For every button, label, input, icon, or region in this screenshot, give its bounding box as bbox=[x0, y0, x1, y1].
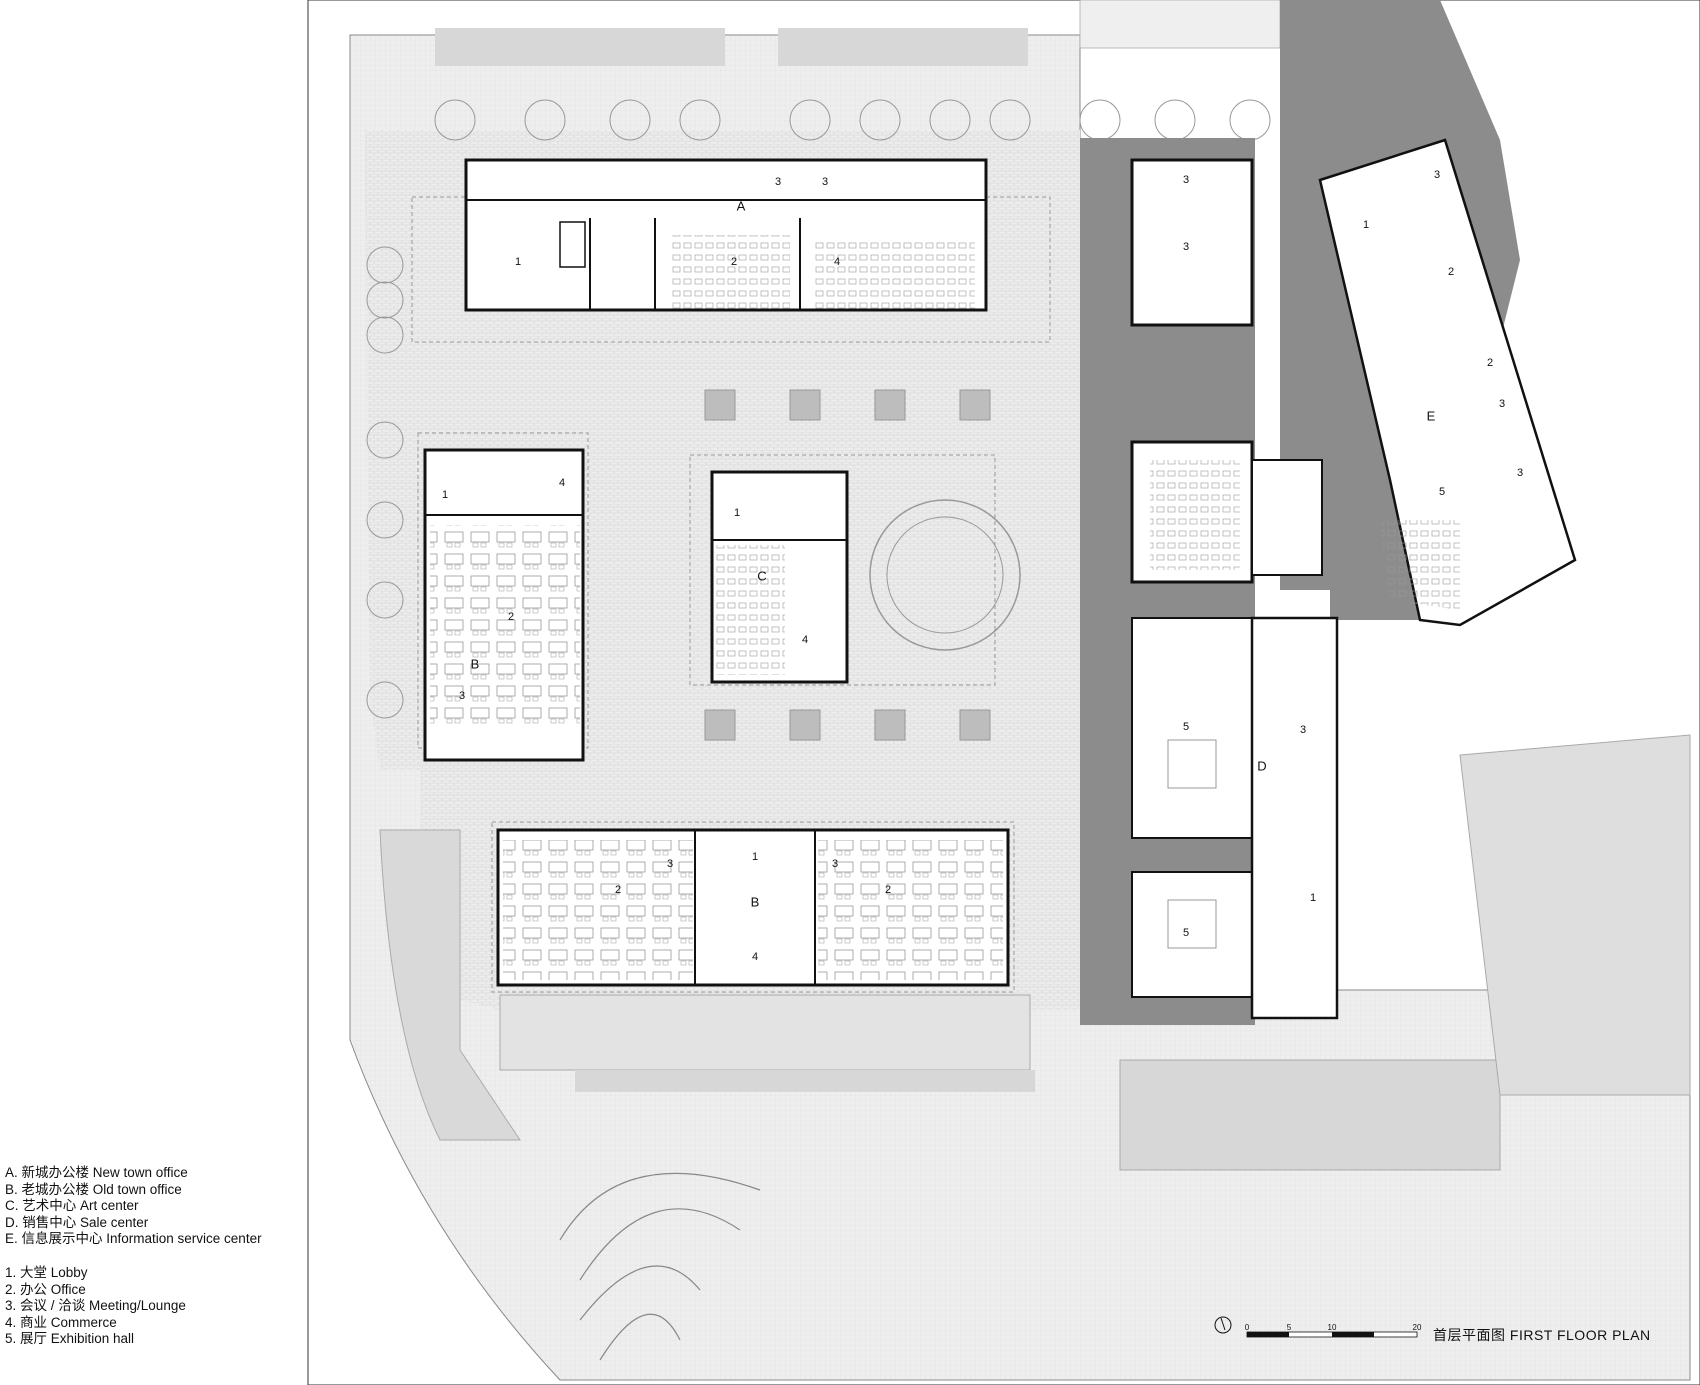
room-label: 1 bbox=[442, 489, 448, 501]
building-e bbox=[1318, 138, 1577, 627]
label-building-b-south: B bbox=[751, 894, 760, 909]
legend-item: C. 艺术中心 Art center bbox=[5, 1198, 139, 1213]
room-label: 3 bbox=[1434, 169, 1440, 181]
room-label: 1 bbox=[734, 507, 740, 519]
room-label: 4 bbox=[834, 256, 840, 268]
room-label: 2 bbox=[885, 884, 891, 896]
legend-item: 3. 会议 / 洽谈 Meeting/Lounge bbox=[5, 1298, 186, 1313]
room-label: 3 bbox=[1183, 174, 1189, 186]
landscape-arcs bbox=[559, 1172, 761, 1361]
label-building-a: A bbox=[737, 198, 746, 213]
label-building-d: D bbox=[1257, 758, 1266, 773]
building-c bbox=[689, 454, 1021, 686]
grass-strip bbox=[435, 28, 725, 66]
room-label: 3 bbox=[1300, 724, 1306, 736]
legend-item: D. 销售中心 Sale center bbox=[5, 1214, 149, 1230]
legend-buildings: A. 新城办公楼 New town office B. 老城办公楼 Old to… bbox=[5, 1165, 262, 1248]
grass-strip-west bbox=[379, 829, 521, 1141]
scale-tick: 20 bbox=[1413, 1323, 1422, 1332]
amphitheater bbox=[869, 499, 1021, 651]
legend-item: 1. 大堂 Lobby bbox=[5, 1265, 88, 1280]
building-a bbox=[411, 158, 1051, 343]
room-label: 1 bbox=[1363, 219, 1369, 231]
scale-tick: 0 bbox=[1245, 1323, 1250, 1332]
room-label: 2 bbox=[731, 256, 737, 268]
grass-strip bbox=[778, 28, 1028, 66]
legend-item: A. 新城办公楼 New town office bbox=[5, 1165, 188, 1180]
legend-item: E. 信息展示中心 Information service center bbox=[5, 1231, 262, 1246]
room-label: 4 bbox=[802, 634, 808, 646]
legend-rooms: 1. 大堂 Lobby 2. 办公 Office 3. 会议 / 洽谈 Meet… bbox=[5, 1265, 186, 1348]
plan-title: 首层平面图 FIRST FLOOR PLAN bbox=[1433, 1327, 1651, 1343]
top-road bbox=[1079, 0, 1281, 49]
room-label: 3 bbox=[459, 690, 465, 702]
label-building-c: C bbox=[757, 568, 766, 583]
building-d bbox=[1130, 158, 1339, 1020]
grass-patch bbox=[1459, 734, 1691, 1096]
scale-tick: 10 bbox=[1328, 1323, 1337, 1332]
room-label: 3 bbox=[1183, 241, 1189, 253]
room-label: 2 bbox=[1448, 266, 1454, 278]
room-label: 3 bbox=[667, 858, 673, 870]
building-b-old bbox=[417, 432, 589, 762]
scale-bar bbox=[1246, 1331, 1418, 1338]
planters bbox=[704, 389, 991, 741]
room-label: 3 bbox=[832, 858, 838, 870]
building-b-south bbox=[491, 821, 1031, 1071]
north-arrow bbox=[1214, 1316, 1232, 1334]
legend-item: 5. 展厅 Exhibition hall bbox=[5, 1331, 135, 1346]
room-label: 1 bbox=[515, 256, 521, 268]
legend-item: B. 老城办公楼 Old town office bbox=[5, 1181, 182, 1197]
room-label: 3 bbox=[775, 176, 781, 188]
label-building-e: E bbox=[1427, 408, 1436, 423]
room-label: 5 bbox=[1183, 721, 1189, 733]
grass-strip-south bbox=[575, 1070, 1035, 1092]
grass-patch bbox=[1119, 1059, 1501, 1171]
room-label: 2 bbox=[615, 884, 621, 896]
legend-item: 2. 办公 Office bbox=[5, 1281, 86, 1297]
room-label: 5 bbox=[1439, 486, 1445, 498]
room-label: 1 bbox=[752, 851, 758, 863]
scale-tick: 5 bbox=[1287, 1323, 1292, 1332]
room-label: 1 bbox=[1310, 892, 1316, 904]
room-label: 3 bbox=[822, 176, 828, 188]
label-building-b-old: B bbox=[471, 656, 480, 671]
room-label: 4 bbox=[559, 477, 565, 489]
tree-row-west bbox=[366, 246, 404, 719]
room-label: 3 bbox=[1499, 398, 1505, 410]
legend-item: 4. 商业 Commerce bbox=[5, 1314, 117, 1330]
room-label: 3 bbox=[1517, 467, 1523, 479]
room-label: 5 bbox=[1183, 927, 1189, 939]
room-label: 2 bbox=[1487, 357, 1493, 369]
room-label: 2 bbox=[508, 611, 514, 623]
building-e-shadow bbox=[1380, 520, 1460, 610]
room-label: 4 bbox=[752, 951, 758, 963]
